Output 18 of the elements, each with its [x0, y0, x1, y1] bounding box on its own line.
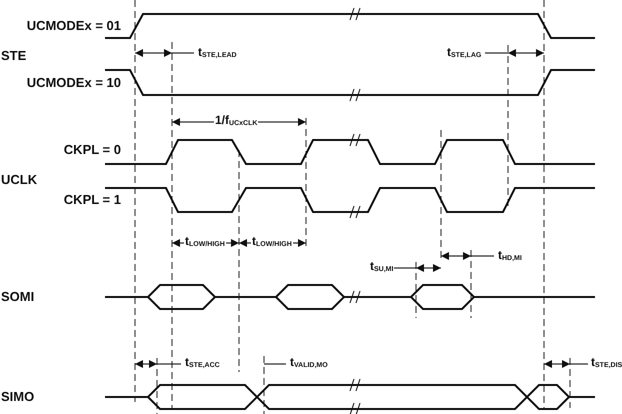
signal-label: CKPL = 1 — [62, 193, 122, 208]
signal-label: CKPL = 0 — [62, 143, 122, 158]
timing-parameter-label: t$_{VALID,MO}$ — [289, 356, 329, 370]
timing-parameter-label: t$_{STE,LAG}$ — [446, 46, 482, 60]
signal-label: SIMO — [0, 390, 36, 404]
timing-parameter-label: t$_{STE,ACC}$ — [184, 356, 221, 370]
signal-label: UCMODEx = 10 — [26, 76, 122, 90]
signal-label: UCMODEx = 01 — [26, 19, 122, 34]
timing-parameter-label: t$_{SU,MI}$ — [369, 260, 394, 274]
signal-label: STE — [0, 49, 28, 64]
timing-parameter-label: t$_{HD,MI}$ — [497, 249, 523, 262]
signal-label: SOMI — [0, 290, 36, 304]
timing-parameter-label: t$_{LOW/HIGH}$ — [184, 235, 226, 248]
timing-parameter-label: 1/f$_{UCxCLK}$ — [214, 114, 258, 128]
timing-parameter-label: t$_{STE,DIS}$ — [590, 356, 622, 370]
signal-label: UCLK — [0, 173, 38, 188]
timing-parameter-label: t$_{LOW/HIGH}$ — [251, 235, 293, 248]
timing-parameter-label: t$_{STE,LEAD}$ — [197, 46, 238, 60]
